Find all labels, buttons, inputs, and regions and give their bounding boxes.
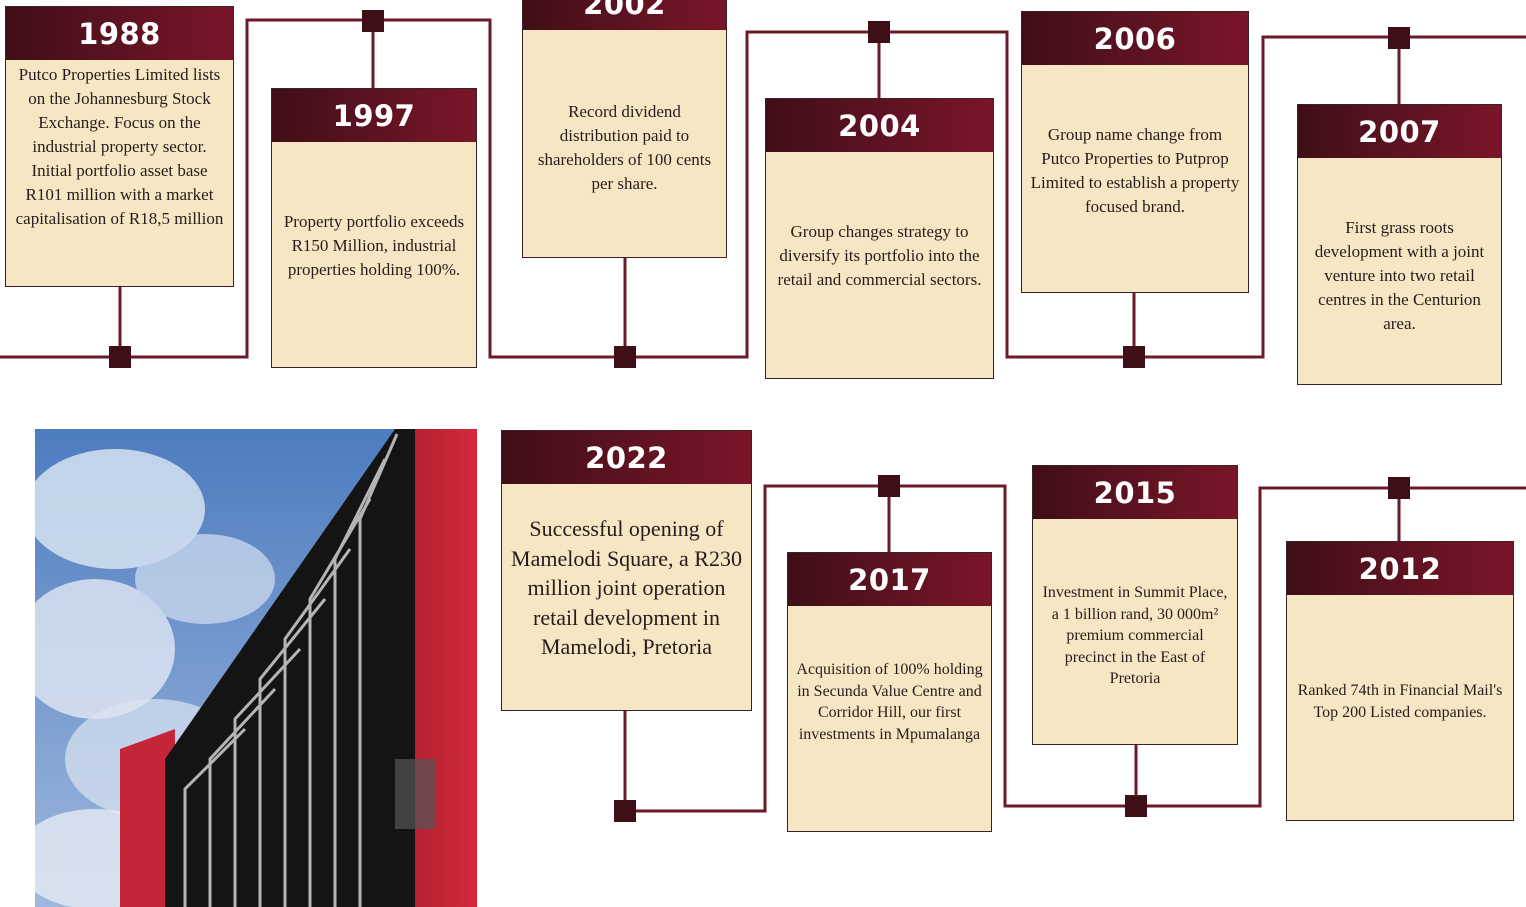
connector-bottom-row bbox=[625, 484, 1526, 813]
timeline-card-2012: 2012 Ranked 74th in Financial Mail's Top… bbox=[1286, 541, 1514, 821]
year-label: 2017 bbox=[788, 553, 991, 606]
node-2012 bbox=[1388, 477, 1410, 499]
milestone-text: Property portfolio exceeds R150 Million,… bbox=[283, 212, 465, 279]
timeline-card-1997: 1997 Property portfolio exceeds R150 Mil… bbox=[271, 88, 477, 368]
milestone-text: Group name change from Putco Properties … bbox=[1030, 125, 1240, 216]
year-label: 1997 bbox=[272, 89, 476, 142]
node-1997 bbox=[362, 10, 384, 32]
year-label: 2002 bbox=[523, 0, 726, 30]
node-1988 bbox=[109, 346, 131, 368]
milestone-text: Ranked 74th in Financial Mail's Top 200 … bbox=[1297, 682, 1503, 721]
timeline-card-1988: 1988 Putco Properties Limited lists on t… bbox=[5, 6, 234, 287]
milestone-text: First grass roots development with a joi… bbox=[1314, 218, 1485, 333]
year-label: 2015 bbox=[1033, 466, 1237, 519]
connector-top-row bbox=[0, 18, 1526, 359]
timeline-card-2007: 2007 First grass roots development with … bbox=[1297, 104, 1502, 385]
year-label: 1988 bbox=[6, 7, 233, 60]
milestone-text: Putco Properties Limited lists on the Jo… bbox=[15, 65, 224, 228]
timeline-card-2015: 2015 Investment in Summit Place, a 1 bil… bbox=[1032, 465, 1238, 745]
building-facade-photo bbox=[35, 429, 477, 907]
milestone-text: Investment in Summit Place, a 1 billion … bbox=[1042, 584, 1228, 687]
timeline-card-2006: 2006 Group name change from Putco Proper… bbox=[1021, 11, 1249, 293]
node-2007 bbox=[1388, 27, 1410, 49]
milestone-text: Successful opening of Mamelodi Square, a… bbox=[511, 516, 742, 659]
year-label: 2012 bbox=[1287, 542, 1513, 595]
node-2002 bbox=[614, 346, 636, 368]
year-label: 2022 bbox=[502, 431, 751, 484]
year-label: 2004 bbox=[766, 99, 993, 152]
timeline-card-2002: 2002 Record dividend distribution paid t… bbox=[522, 0, 727, 258]
year-label: 2007 bbox=[1298, 105, 1501, 158]
node-2022 bbox=[614, 800, 636, 822]
timeline-card-2004: 2004 Group changes strategy to diversify… bbox=[765, 98, 994, 379]
year-label: 2006 bbox=[1022, 12, 1248, 65]
milestone-text: Acquisition of 100% holding in Secunda V… bbox=[796, 661, 983, 743]
node-2017 bbox=[878, 475, 900, 497]
node-2006 bbox=[1123, 346, 1145, 368]
timeline-card-2022: 2022 Successful opening of Mamelodi Squa… bbox=[501, 430, 752, 711]
node-2015 bbox=[1125, 795, 1147, 817]
milestone-text: Group changes strategy to diversify its … bbox=[777, 222, 982, 289]
node-2004 bbox=[868, 21, 890, 43]
timeline-card-2017: 2017 Acquisition of 100% holding in Secu… bbox=[787, 552, 992, 832]
milestone-text: Record dividend distribution paid to sha… bbox=[537, 102, 712, 193]
